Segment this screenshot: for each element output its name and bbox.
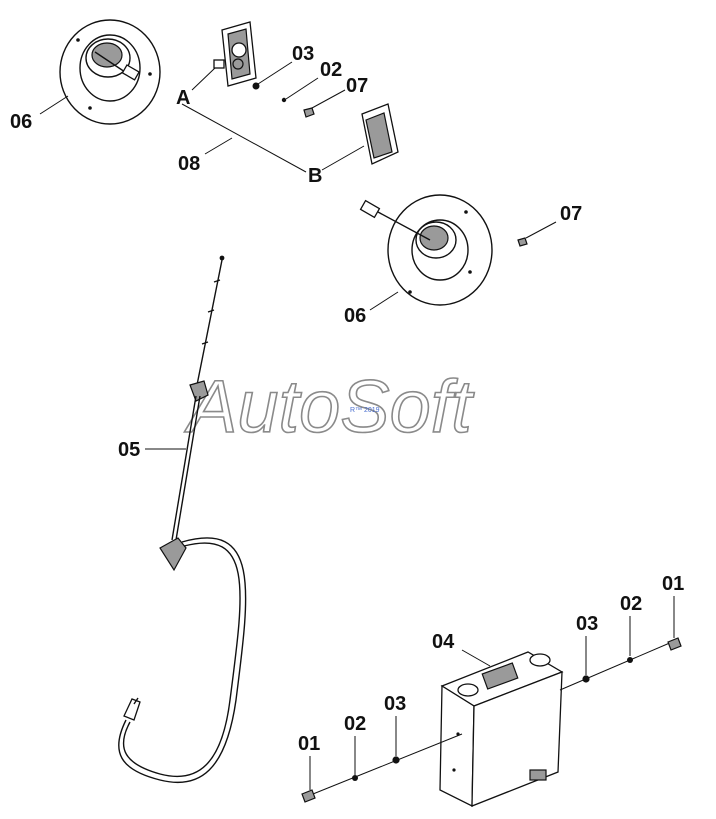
watermark: AutoSoft R™ 2019 xyxy=(183,364,476,449)
screw-07-middle xyxy=(517,237,528,247)
hardware-03-02-01-right xyxy=(559,596,682,691)
callout-03-right: 03 xyxy=(576,613,598,635)
hardware-01-02-03-left xyxy=(301,716,463,803)
part-b-cover xyxy=(361,103,399,165)
watermark-text: AutoSoft xyxy=(184,365,475,448)
callout-04: 04 xyxy=(432,631,455,653)
part-06-speaker-mount-top xyxy=(59,19,161,125)
callout-03-left: 03 xyxy=(384,693,406,715)
part-05-antenna xyxy=(118,255,247,784)
callout-01-right: 01 xyxy=(662,573,684,595)
callout-06-top: 06 xyxy=(10,111,32,133)
part-a-bracket xyxy=(213,21,257,87)
callout-07-top: 07 xyxy=(346,75,368,97)
callout-a: A xyxy=(176,87,190,109)
callout-06-middle: 06 xyxy=(344,305,366,327)
callout-02-left: 02 xyxy=(344,713,366,735)
part-04-radio-unit xyxy=(439,651,564,808)
callout-02-top: 02 xyxy=(320,59,342,81)
hardware-03-02-07-top xyxy=(252,61,346,118)
callout-02-right: 02 xyxy=(620,593,642,615)
callout-05: 05 xyxy=(118,439,140,461)
callout-01-left: 01 xyxy=(298,733,320,755)
callout-08: 08 xyxy=(178,153,200,175)
callout-03-top: 03 xyxy=(292,43,314,65)
callout-b: B xyxy=(308,165,322,187)
callout-07-middle: 07 xyxy=(560,203,582,225)
part-06-speaker-mount-middle xyxy=(359,194,493,306)
watermark-trademark: R™ 2019 xyxy=(350,407,380,414)
